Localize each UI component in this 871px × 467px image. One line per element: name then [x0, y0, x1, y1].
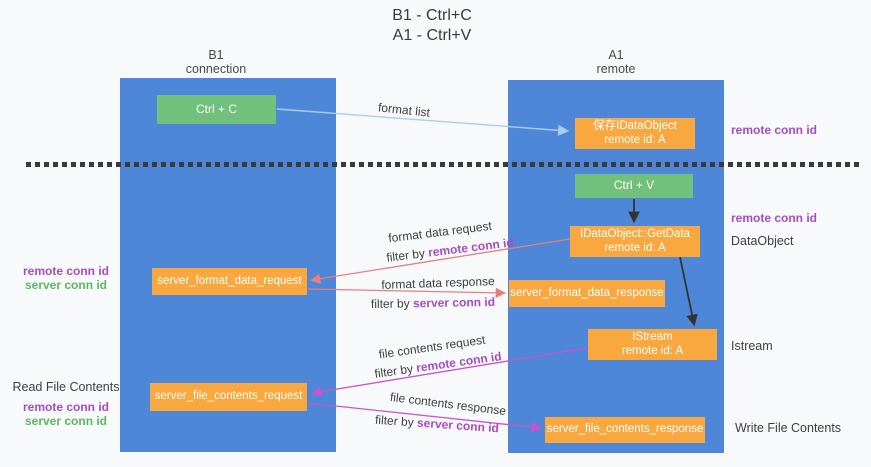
save-idataobject-line2: remote id: A	[604, 133, 666, 146]
lane-a1-role: remote	[596, 62, 636, 76]
remote-conn-id-annotation-left-1: remote conn id	[22, 264, 109, 278]
format-response-label: server_format_data_response	[510, 286, 664, 299]
lane-b1-role: connection	[185, 62, 247, 76]
lane-header-a1: A1 remote	[508, 48, 724, 76]
getdata-line2: remote id: A	[604, 241, 666, 254]
filter-by-server-conn-id-label-1: filter by server conn id	[371, 295, 495, 311]
server-file-contents-response-box: server_file_contents_response	[545, 417, 705, 443]
format-data-response-label: format data response	[381, 274, 495, 292]
ctrl-c-label: Ctrl + C	[195, 101, 237, 116]
save-idataobject-box: 保存IDataObject remote id: A	[575, 118, 695, 149]
dataobject-annotation: DataObject	[731, 234, 794, 248]
idataobject-getdata-box: IDataObject::GetData remote id: A	[570, 226, 700, 257]
file-response-label: server_file_contents_response	[546, 423, 704, 436]
istream-box: IStream remote id: A	[588, 329, 717, 360]
filter-by-server-conn-id-label-2: filter by server conn id	[375, 413, 500, 436]
server-conn-id-annotation-left-1: server conn id	[24, 278, 108, 292]
istream-line1: IStream	[632, 331, 673, 343]
server-conn-id-text: server conn id	[416, 415, 500, 436]
remote-conn-id-annotation-mid: remote conn id	[731, 211, 818, 225]
filter-by-text: filter by	[374, 412, 415, 430]
lane-header-b1: B1 connection	[108, 48, 324, 76]
file-request-label: server_file_contents_request	[154, 390, 303, 403]
file-contents-response-label: file contents response	[389, 389, 507, 419]
getdata-line1: IDataObject::GetData	[580, 228, 690, 240]
lane-a1-name: A1	[608, 48, 624, 62]
filter-by-text: filter by	[385, 246, 426, 265]
read-file-contents-annotation: Read File Contents	[12, 380, 120, 394]
remote-conn-id-annotation-left-2: remote conn id	[22, 400, 109, 414]
server-conn-id-annotation-left-2: server conn id	[24, 414, 108, 428]
lane-b1-name: B1	[208, 48, 224, 62]
phase-separator-dashed-line	[26, 162, 862, 167]
title-line-1: B1 - Ctrl+C	[392, 7, 472, 24]
server-format-data-request-box: server_format_data_request	[152, 268, 307, 295]
ctrl-c-box: Ctrl + C	[157, 95, 276, 124]
server-file-contents-request-box: server_file_contents_request	[150, 383, 307, 411]
server-conn-id-text: server conn id	[412, 294, 496, 311]
ctrl-v-box: Ctrl + V	[575, 174, 693, 198]
write-file-contents-annotation: Write File Contents	[735, 421, 842, 435]
istream-line2: remote id: A	[621, 344, 684, 357]
diagram-title: B1 - Ctrl+C A1 - Ctrl+V	[332, 6, 532, 46]
remote-conn-id-annotation-top: remote conn id	[731, 123, 818, 137]
istream-annotation: Istream	[731, 339, 773, 353]
format-request-label: server_format_data_request	[157, 274, 302, 287]
server-format-data-response-box: server_format_data_response	[509, 280, 665, 307]
save-idataobject-line1: 保存IDataObject	[593, 120, 677, 132]
title-line-2: A1 - Ctrl+V	[392, 27, 472, 44]
filter-by-text: filter by	[370, 296, 410, 312]
ctrl-v-label: Ctrl + V	[613, 178, 655, 193]
filter-by-text: filter by	[373, 361, 414, 381]
format-list-label: format list	[377, 100, 431, 120]
